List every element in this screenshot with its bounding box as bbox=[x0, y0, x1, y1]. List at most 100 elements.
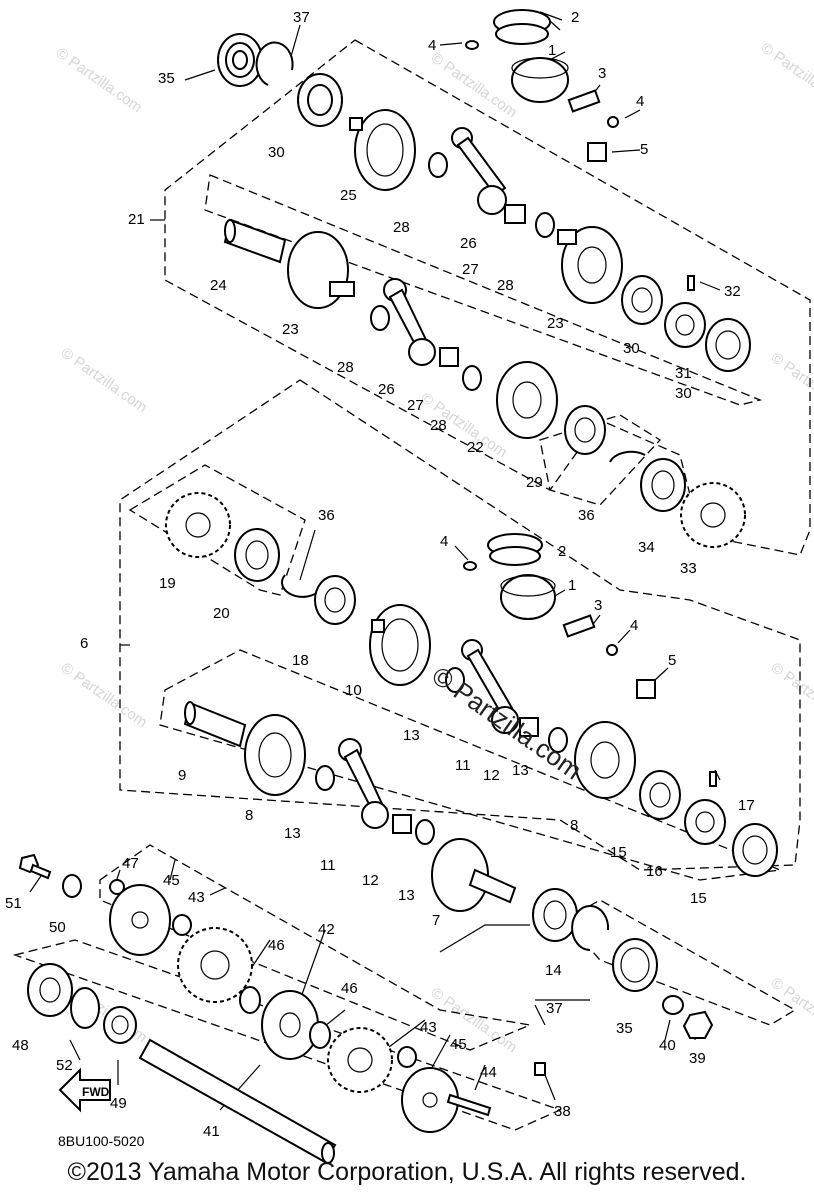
callout-label: 6 bbox=[80, 635, 88, 652]
collar-part bbox=[103, 1006, 137, 1044]
callout-label: 15 bbox=[690, 890, 707, 907]
bearing-part bbox=[297, 73, 343, 127]
callout-label: 45 bbox=[163, 872, 180, 889]
connecting-rod-part bbox=[383, 278, 436, 366]
callout-label: 15 bbox=[610, 844, 627, 861]
bearing-part bbox=[640, 458, 686, 512]
callout-label: 41 bbox=[203, 1123, 220, 1140]
callout-label: 43 bbox=[420, 1019, 437, 1036]
primary-shaft-part bbox=[138, 1038, 337, 1164]
piston-pin-part bbox=[567, 89, 601, 113]
callout-label: 20 bbox=[213, 605, 230, 622]
callout-label: 44 bbox=[480, 1064, 497, 1081]
callout-label: 35 bbox=[158, 70, 175, 87]
watermark-text: © Partzilla.com bbox=[58, 659, 151, 731]
callout-label: 40 bbox=[659, 1037, 676, 1054]
callout-label: 16 bbox=[646, 863, 663, 880]
crank-web-part bbox=[369, 604, 431, 686]
callout-label: 28 bbox=[393, 219, 410, 236]
callout-label: 26 bbox=[460, 235, 477, 252]
crank-web-part bbox=[287, 231, 355, 309]
circlip-part bbox=[255, 41, 294, 86]
upper-crank-parts bbox=[217, 9, 751, 548]
bearing-lower-group-outline bbox=[563, 899, 797, 1026]
clip-part bbox=[463, 561, 477, 571]
callout-label: 2 bbox=[571, 9, 579, 26]
fwd-label: FWD bbox=[82, 1085, 110, 1099]
callout-label: 37 bbox=[293, 9, 310, 26]
callout-label: 2 bbox=[558, 543, 566, 560]
callout-label: 23 bbox=[547, 315, 564, 332]
o-ring-part bbox=[239, 986, 261, 1014]
connecting-rod-part bbox=[451, 127, 507, 215]
callout-label: 24 bbox=[210, 277, 227, 294]
callout-label: 38 bbox=[554, 1103, 571, 1120]
callout-label: 27 bbox=[407, 397, 424, 414]
bearing-part bbox=[621, 275, 663, 325]
center-watermark: © Partzilla.com bbox=[427, 660, 588, 785]
circlip-part bbox=[571, 905, 610, 951]
gear-part bbox=[177, 927, 253, 1003]
needle-bearing-part bbox=[439, 347, 459, 367]
callout-label: 42 bbox=[318, 921, 335, 938]
callout-label: 39 bbox=[689, 1050, 706, 1067]
callout-label: 10 bbox=[345, 682, 362, 699]
washer-part bbox=[662, 995, 684, 1015]
crank-shaft-part bbox=[183, 701, 247, 748]
callout-label: 4 bbox=[636, 93, 644, 110]
callout-label: 49 bbox=[110, 1095, 127, 1112]
washer-part bbox=[535, 212, 555, 238]
callout-label: 5 bbox=[668, 652, 676, 669]
callout-label: 4 bbox=[428, 37, 436, 54]
callout-label: 34 bbox=[638, 539, 655, 556]
callout-label: 12 bbox=[362, 872, 379, 889]
sprocket-part bbox=[165, 492, 231, 558]
crank-web-part bbox=[557, 226, 623, 304]
callout-label: 13 bbox=[403, 727, 420, 744]
ring-part bbox=[70, 987, 100, 1029]
callout-label: 46 bbox=[341, 980, 358, 997]
bolt-part bbox=[18, 853, 52, 880]
bearing-group-outline bbox=[539, 414, 662, 506]
callout-label: 4 bbox=[630, 617, 638, 634]
gear-part bbox=[327, 1027, 393, 1093]
callout-label: 45 bbox=[450, 1036, 467, 1053]
callout-label: 5 bbox=[640, 141, 648, 158]
callout-label: 36 bbox=[578, 507, 595, 524]
callout-label: 1 bbox=[548, 42, 556, 59]
needle-bearing-part bbox=[587, 142, 607, 162]
callout-label: 13 bbox=[284, 825, 301, 842]
lower-crank-parts bbox=[165, 492, 778, 1039]
callout-label: 13 bbox=[398, 887, 415, 904]
o-ring-part bbox=[309, 1021, 331, 1049]
callout-label: 11 bbox=[455, 757, 471, 774]
watermark-text: © Partzilla.com bbox=[53, 44, 146, 116]
needle-bearing-part bbox=[504, 204, 526, 224]
nut-part bbox=[682, 1010, 714, 1039]
hub-part bbox=[261, 990, 319, 1060]
crank-web-part bbox=[349, 109, 416, 191]
callout-label: 19 bbox=[159, 575, 176, 592]
callout-label: 47 bbox=[122, 855, 139, 872]
callout-label: 11 bbox=[320, 857, 336, 874]
callout-label: 9 bbox=[178, 767, 186, 784]
callout-label: 43 bbox=[188, 889, 205, 906]
assembly-outlines bbox=[12, 39, 811, 1131]
callout-label: 28 bbox=[497, 277, 514, 294]
crank-web-part bbox=[574, 721, 636, 799]
fwd-arrow-icon: FWD bbox=[58, 1067, 111, 1113]
needle-bearing-part bbox=[519, 717, 539, 737]
watermark-text: © Partzilla.com bbox=[768, 974, 814, 1046]
sprocket-group-outline bbox=[128, 464, 306, 596]
piston-ring-part bbox=[495, 23, 549, 45]
bearing-part bbox=[234, 528, 280, 582]
piston-ring-part bbox=[489, 546, 541, 566]
watermark-text: © Partzilla.com bbox=[428, 984, 521, 1056]
watermark-text: © Partzilla.com bbox=[758, 39, 814, 111]
spacer-part bbox=[172, 914, 192, 936]
callout-label: 52 bbox=[56, 1057, 73, 1074]
callout-label: 33 bbox=[680, 560, 697, 577]
bolt-part bbox=[446, 1093, 492, 1117]
copyright-notice: ©2013 Yamaha Motor Corporation, U.S.A. A… bbox=[67, 1158, 747, 1186]
callout-label: 48 bbox=[12, 1037, 29, 1054]
